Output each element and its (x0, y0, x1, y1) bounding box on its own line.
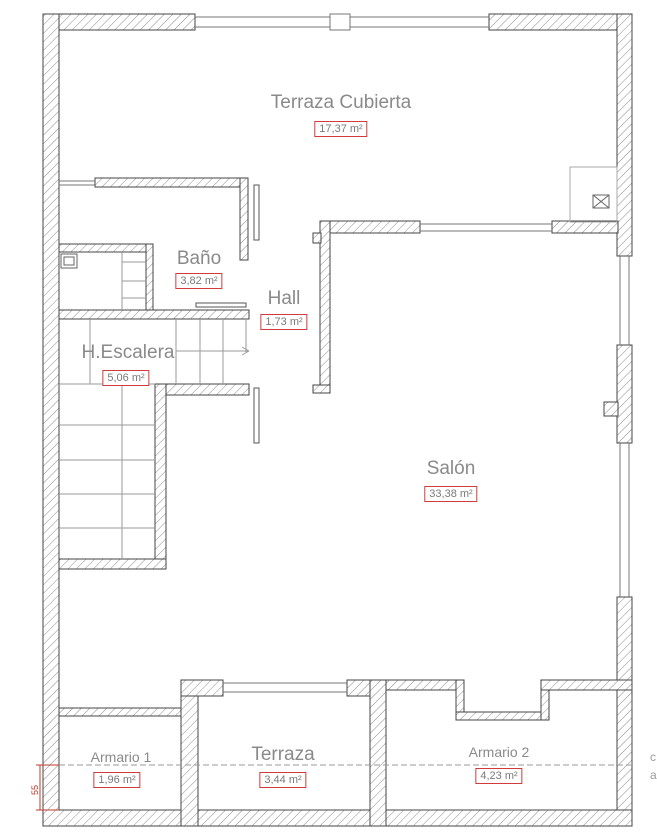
wall-bath-bottom (58, 243, 153, 253)
wall-bath-right (239, 177, 249, 261)
wall-right-mid (616, 344, 633, 444)
wall-right-lower (616, 596, 633, 827)
wall-bath-side (145, 243, 154, 311)
windows (59, 13, 630, 693)
edge-text-c: c (650, 750, 656, 764)
room-area-armario-2: 4,23 m² (475, 768, 523, 784)
wall-stair-mid (164, 383, 250, 396)
wall-stair-bottom (58, 558, 167, 570)
room-area-terraza: 3,44 m² (259, 772, 307, 788)
wall-bottom (42, 809, 633, 827)
door-bath-bottom (195, 302, 247, 308)
wall-stair-top (58, 309, 250, 320)
wall-closet1-top (58, 707, 183, 717)
room-area-hall: 1,73 m² (260, 314, 308, 330)
wall-bath-top (94, 177, 249, 188)
room-area-terraza-cubierta: 17,37 m² (314, 121, 368, 137)
wall-salon-foot (312, 384, 331, 394)
wall-top-right (488, 13, 633, 31)
room-name-h-escalera: H.Escalera (81, 342, 175, 363)
room-name-terraza-cubierta: Terraza Cubierta (270, 92, 412, 113)
wall-right-nib (603, 401, 619, 417)
wall-left (42, 13, 60, 827)
wall-salon-top-right (551, 220, 619, 234)
room-name-salon: Salón (426, 458, 476, 479)
doors (195, 184, 260, 444)
room-area-armario-1: 1,96 m² (93, 772, 141, 788)
room-area-salon: 33,38 m² (424, 486, 478, 502)
room-area-h-escalera: 5,06 m² (102, 370, 150, 386)
sink (60, 253, 78, 269)
wall-closet2-bay (455, 711, 550, 721)
room-area-bano: 3,82 m² (175, 273, 223, 289)
wall-terraza-top-left (180, 679, 224, 697)
room-name-terraza: Terraza (251, 744, 315, 765)
wall-top-left (42, 13, 196, 31)
room-name-armario-1: Armario 1 (90, 749, 152, 765)
door-stair (253, 387, 260, 444)
window-mullion (329, 13, 351, 31)
shaft (569, 166, 618, 223)
edge-text-a: a (650, 768, 657, 782)
wall-terraza-left (180, 679, 199, 827)
stairs (59, 252, 250, 559)
wall-right-upper (616, 13, 633, 257)
room-name-bano: Baño (176, 248, 222, 269)
room-name-armario-2: Armario 2 (468, 744, 530, 760)
dimension-label: 55 (30, 784, 40, 795)
wall-salon-top-left (319, 220, 421, 234)
wall-stair-inner (154, 383, 167, 570)
wall-salon-left (319, 220, 331, 393)
wall-terraza-right (369, 679, 387, 827)
room-name-hall: Hall (267, 288, 301, 309)
wall-closet2-top-right (540, 679, 633, 691)
dimension-line (36, 764, 632, 811)
wall-salon-nib (312, 232, 322, 244)
door-bath (253, 184, 260, 241)
walls (42, 13, 633, 827)
fixtures (60, 166, 618, 269)
wall-closet2-top-left (385, 679, 465, 691)
